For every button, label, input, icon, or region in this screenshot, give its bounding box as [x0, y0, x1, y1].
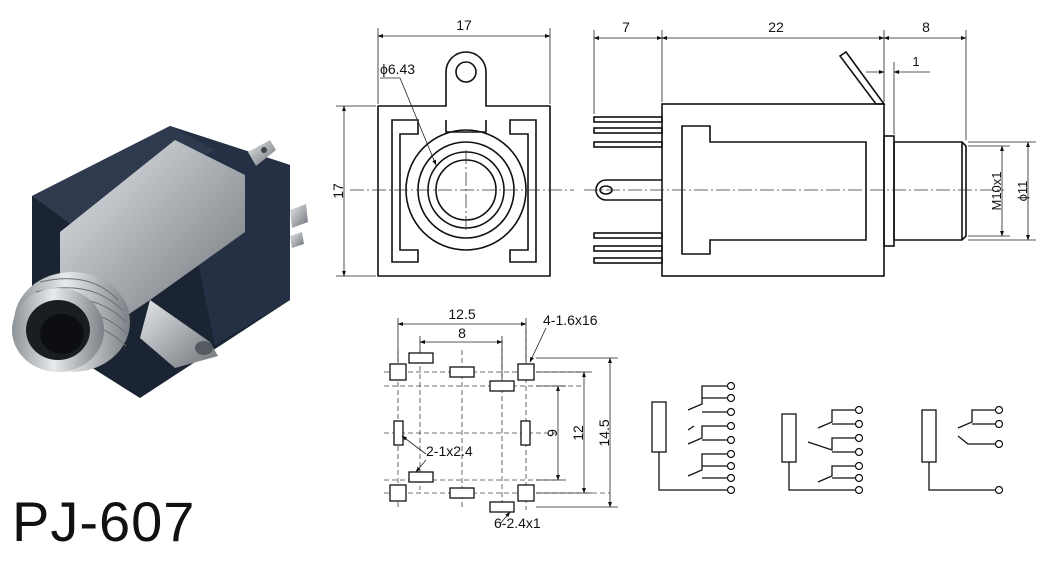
- slot-callout-mid-leader-2: [415, 459, 427, 473]
- bore-label: ϕ6.43: [380, 61, 415, 77]
- sch1-node-9: [726, 485, 736, 495]
- sch1-node-2: [726, 393, 736, 403]
- pin-4: [593, 232, 663, 239]
- sch3-switch-2: [957, 435, 995, 445]
- pin-1: [593, 116, 663, 123]
- front-outline: [377, 51, 551, 277]
- slot-label-bottom: 6-2.4x1: [494, 515, 541, 531]
- slot-label-top: 4-1.6x16: [543, 312, 598, 328]
- pin-5: [593, 245, 663, 252]
- slot-top-left: [408, 352, 434, 364]
- schematic-2: [781, 405, 864, 495]
- ground-tab-hole: [195, 341, 213, 355]
- side-flange: [883, 135, 895, 247]
- solder-lug-side-1: [290, 204, 308, 228]
- inner-width-label: 8: [458, 325, 466, 341]
- sch2-node-2: [854, 419, 864, 429]
- height-outer-label: 14.5: [596, 419, 612, 446]
- sch1-node-3: [726, 407, 736, 417]
- front-notch-top: [445, 120, 487, 133]
- mounting-ear-hole: [455, 61, 477, 83]
- body-length-label: 22: [768, 19, 784, 35]
- sch2-switch-3: [817, 465, 855, 483]
- sch1-sleeve: [658, 452, 728, 491]
- side-lug: [838, 50, 886, 105]
- bore-leader: [399, 77, 437, 166]
- part-number-title: PJ-607: [12, 490, 196, 553]
- pcb-layout: 12.5 8 4-1.6x16 2-1x2.4 6-2.4x1 9 12 14.…: [384, 306, 618, 531]
- sch1-node-1: [726, 381, 736, 391]
- sch1-node-5: [726, 435, 736, 445]
- solder-lug-side-2: [290, 232, 304, 248]
- slot-side-right: [520, 420, 531, 446]
- slot-callout-bottom-leader: [499, 511, 511, 525]
- sch3-node-4: [994, 485, 1004, 495]
- sch3-node-2: [994, 419, 1004, 429]
- slot-label-middle: 2-1x2.4: [426, 443, 473, 459]
- height-inner-label: 9: [544, 429, 560, 437]
- sch2-node-5: [854, 461, 864, 471]
- side-bushing: [893, 141, 967, 241]
- solder-lug-top: [248, 140, 276, 166]
- pad-tr: [517, 363, 535, 381]
- slot-callout-top-leader: [529, 327, 547, 363]
- sch3-switch-1: [957, 409, 995, 429]
- front-notch-right: [509, 119, 537, 263]
- product-photo: [12, 126, 308, 398]
- height-label: 17: [330, 183, 346, 199]
- sch2-node-7: [854, 485, 864, 495]
- slot-bottom-right: [489, 501, 515, 513]
- sch1-node-8: [726, 473, 736, 483]
- pad-br: [517, 484, 535, 502]
- pin-6: [593, 257, 663, 264]
- bushing-bore-inner: [40, 314, 84, 354]
- slot-bottom-left: [408, 471, 434, 483]
- sch2-node-1: [854, 405, 864, 415]
- slot-bottom-mid: [449, 487, 475, 499]
- sch3-sleeve: [928, 462, 996, 491]
- pin-2: [593, 127, 663, 134]
- sch1-node-4: [726, 421, 736, 431]
- sch2-node-6: [854, 473, 864, 483]
- sch3-node-1: [994, 405, 1004, 415]
- sch1-switch-1: [687, 385, 727, 413]
- sch2-jack-body: [781, 413, 797, 463]
- thread-length-label: 8: [922, 19, 930, 35]
- slot-top-mid: [449, 366, 475, 378]
- sch2-node-4: [854, 447, 864, 457]
- front-notch-left: [391, 119, 419, 263]
- sch1-switch-2: [687, 425, 727, 445]
- diameter-label: ϕ11: [1015, 181, 1030, 202]
- sch2-node-3: [854, 433, 864, 443]
- slot-top-right: [489, 380, 515, 392]
- sch3-jack-body: [921, 409, 937, 463]
- slot-callout-mid-leader: [401, 435, 427, 455]
- sch1-jack-body: [651, 401, 667, 453]
- schematic-3: [921, 405, 1004, 495]
- side-body-inner: [681, 125, 867, 255]
- thread-label: M10x1: [989, 171, 1004, 210]
- slot-side-left: [393, 420, 404, 446]
- sch2-switch-1: [817, 409, 855, 429]
- sch2-sleeve: [788, 462, 856, 491]
- side-view: 7 22 8 1 M10x1 ϕ11: [584, 19, 1036, 277]
- front-view: 17 17 ϕ6.43: [330, 17, 574, 277]
- sch2-switch-2: [807, 437, 855, 453]
- flange-label: 1: [912, 54, 919, 69]
- sch3-node-3: [994, 439, 1004, 449]
- pad-bl: [389, 484, 407, 502]
- pin-length-label: 7: [622, 19, 630, 35]
- width-label: 17: [456, 17, 472, 33]
- overall-width-label: 12.5: [448, 306, 475, 322]
- solder-lug-hole: [261, 147, 267, 153]
- sch1-switch-3: [687, 453, 727, 479]
- sch1-node-7: [726, 461, 736, 471]
- height-mid-label: 12: [570, 425, 586, 441]
- pin-3: [593, 141, 663, 148]
- pad-tl: [389, 363, 407, 381]
- sch1-node-6: [726, 449, 736, 459]
- schematic-1: [651, 381, 736, 495]
